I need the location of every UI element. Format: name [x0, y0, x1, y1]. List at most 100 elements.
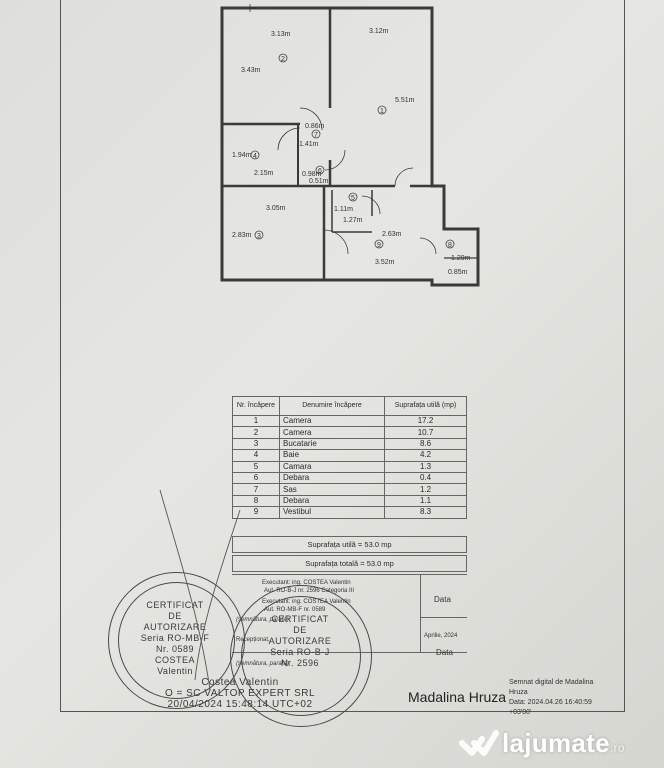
- lajumate-logo-icon: [459, 730, 499, 756]
- dim-label: 1.27m: [343, 217, 363, 224]
- stamp-line: COSTEA: [154, 655, 195, 665]
- total-overall-area: Suprafața totală = 53.0 mp: [232, 555, 467, 572]
- date-footer: Data: [436, 648, 453, 657]
- digsig-line: Data: 2024.04.26 16:40:59: [509, 699, 592, 706]
- room-number: 2: [281, 56, 285, 63]
- handwritten-signature: [159, 489, 241, 691]
- cell-name: Baie: [279, 449, 385, 462]
- cell-name: Camara: [279, 460, 385, 473]
- cell-name: Camera: [279, 414, 385, 428]
- cell-name: Bucatarie: [279, 437, 385, 451]
- date-header: Data: [434, 595, 451, 604]
- overlay-line: 20/04/2024 15:48:14 UTC+02: [167, 699, 313, 710]
- cell-nr: 4: [232, 449, 280, 462]
- dim-label: 3.12m: [369, 28, 389, 35]
- dim-label: 0.86m: [305, 123, 325, 130]
- dim-label: 1.94m: [232, 152, 252, 159]
- overlay-line: O = SC VALTOP EXPERT SRL: [164, 688, 316, 699]
- dim-label: 0.51m: [309, 178, 329, 185]
- dim-label: 2.15m: [254, 170, 274, 177]
- dim-label: 3.13m: [271, 31, 291, 38]
- cell-area: 4.2: [384, 449, 467, 462]
- digital-signature-info: Semnat digital de Madalina Hruza Data: 2…: [509, 678, 593, 718]
- stamp-line: Seria RO-MB-F: [140, 633, 210, 643]
- dim-label: 3.05m: [266, 205, 286, 212]
- stamp-line: AUTORIZARE: [268, 636, 332, 646]
- digsig-line: +03'00': [509, 709, 532, 716]
- room-number: 8: [448, 242, 452, 249]
- total-useful-area: Suprafața utilă = 53.0 mp: [232, 536, 467, 553]
- watermark-suffix: .ro: [609, 741, 625, 755]
- room-number: 3: [257, 233, 261, 240]
- room-number: 4: [253, 153, 257, 160]
- cell-area: 0.4: [384, 471, 467, 485]
- dim-label: 5.51m: [395, 97, 415, 104]
- overlay-line: Costea Valentin: [201, 677, 279, 688]
- stamp-line: AUTORIZARE: [143, 622, 207, 632]
- dim-label: 1.29m: [451, 255, 471, 262]
- cell-name: Debara: [279, 471, 385, 485]
- authorization-stamp-right: [230, 585, 372, 727]
- stamp-line: DE: [293, 625, 307, 635]
- stamp-inner-ring: [241, 596, 361, 716]
- executant-line: Executant: ing. COSTEA Valentin: [262, 580, 351, 586]
- cell-area: 17.2: [384, 414, 467, 428]
- watermark-brand-name: lajumate: [502, 728, 610, 758]
- stamp-line: Valentin: [157, 666, 193, 676]
- signer-name: Madalina Hruza: [408, 689, 507, 705]
- dim-label: 1.11m: [334, 206, 353, 213]
- room-number: 7: [314, 132, 318, 139]
- dim-label: 3.52m: [375, 259, 395, 266]
- cell-nr: 3: [232, 437, 280, 451]
- stamp-left-text: CERTIFICAT DE AUTORIZARE Seria RO-MB-F N…: [120, 600, 230, 677]
- divider: [420, 574, 421, 652]
- stamp-line: CERTIFICAT: [271, 614, 329, 624]
- digsig-line: Semnat digital de Madalina: [509, 679, 594, 686]
- room-number: 5: [351, 195, 355, 202]
- header-nr: Nr. încăpere: [232, 396, 280, 416]
- dim-label: 3.43m: [241, 67, 261, 74]
- room-number: 1: [380, 108, 384, 115]
- cell-name: Debara: [279, 494, 385, 508]
- cell-area: 1.1: [384, 494, 467, 508]
- stamp-line: Nr. 2596: [280, 658, 320, 668]
- cell-nr: 2: [232, 426, 280, 439]
- header-name: Denumire încăpere: [279, 396, 385, 416]
- cell-area: 1.3: [384, 460, 467, 473]
- watermark-brand: lajumate.ro: [502, 728, 625, 759]
- divider: [232, 574, 467, 575]
- cell-name: Sas: [279, 483, 385, 496]
- dim-label: 0.98m: [302, 171, 322, 178]
- table-header-row: Nr. încăpere Denumire încăpere Suprafața…: [232, 396, 467, 416]
- rooms-table: Nr. încăpere Denumire încăpere Suprafața…: [232, 396, 467, 519]
- digital-sig-overlay: Costea Valentin O = SC VALTOP EXPERT SRL…: [140, 677, 340, 710]
- date-value: Aprilie, 2024: [424, 633, 458, 639]
- room-number: 9: [377, 242, 381, 249]
- header-area: Suprafața utilă (mp): [384, 396, 467, 416]
- stamp-line: CERTIFICAT: [146, 600, 204, 610]
- stamp-line: DE: [168, 611, 182, 621]
- dim-label: 1.41m: [299, 141, 319, 148]
- cell-area: 10.7: [384, 426, 467, 439]
- cell-area: 1.2: [384, 483, 467, 496]
- room-number: 6: [318, 168, 322, 175]
- room-markers: 2 1 7 4 6 3 5 9 8: [250, 53, 455, 249]
- stamp-right-text: CERTIFICAT DE AUTORIZARE Seria RO-B-J Nr…: [245, 614, 355, 669]
- dim-label: 2.83m: [232, 232, 252, 239]
- stamp-line: Nr. 0589: [155, 644, 195, 654]
- dim-label: 2.63m: [382, 231, 402, 238]
- divider: [420, 617, 467, 618]
- cell-name: Vestibul: [279, 506, 385, 519]
- floor-plan: 3.13m 3.12m 3.43m 5.51m 0.86m 1.41m 1.94…: [220, 4, 480, 287]
- cell-nr: 5: [232, 460, 280, 473]
- digsig-line: Hruza: [509, 689, 528, 696]
